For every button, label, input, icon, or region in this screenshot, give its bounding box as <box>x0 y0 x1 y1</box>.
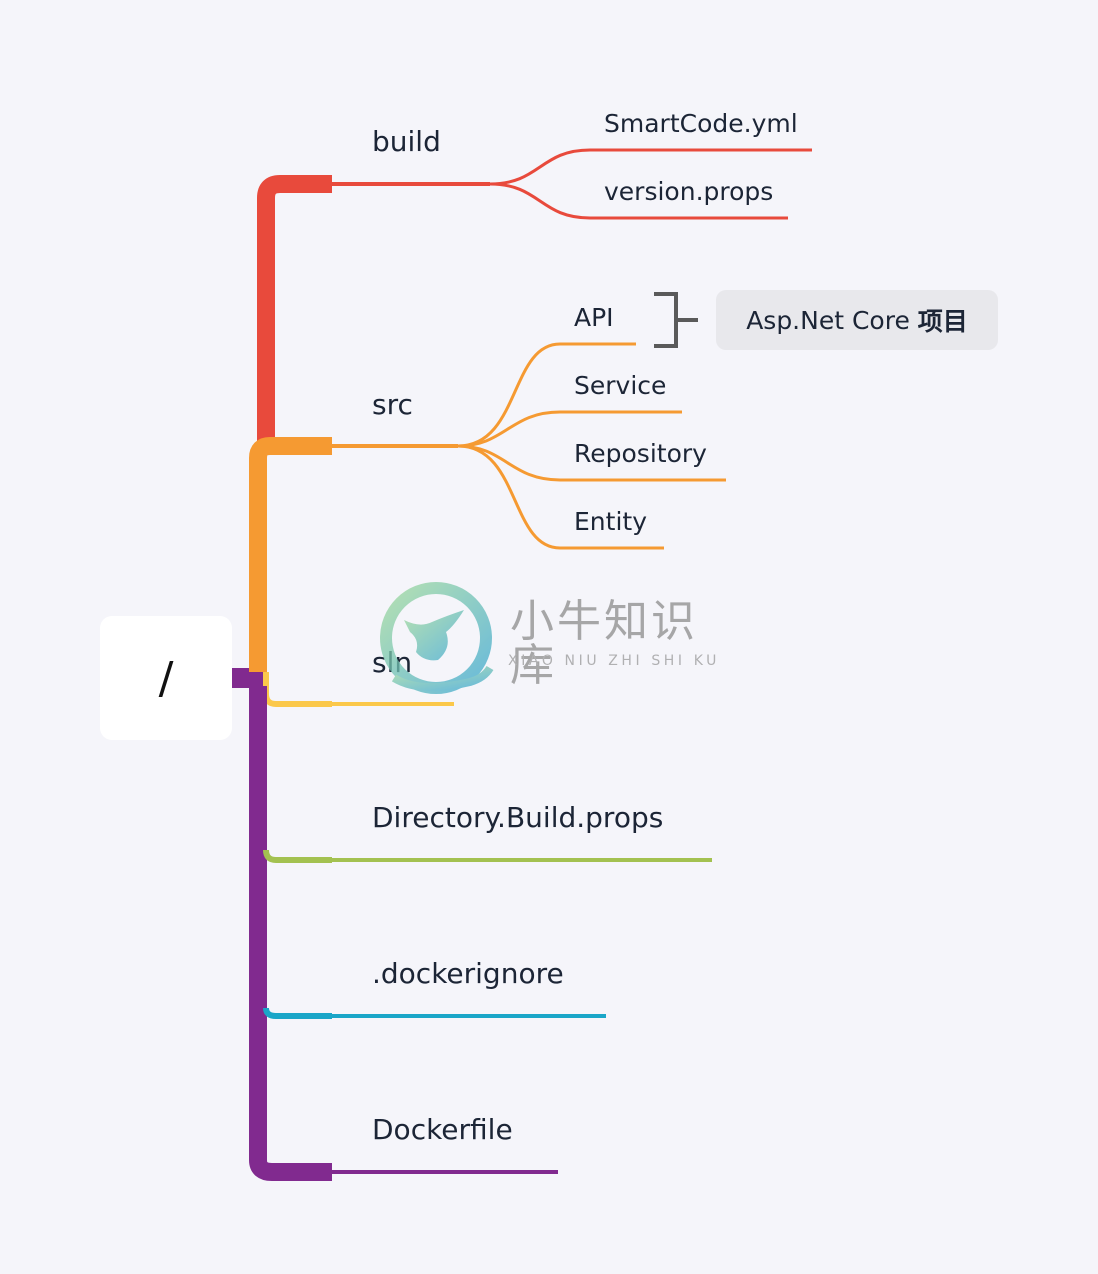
node-version-props[interactable]: version.props <box>604 177 774 206</box>
link-entity <box>457 444 664 550</box>
node-directory-build-props[interactable]: Directory.Build.props <box>372 801 664 834</box>
link-service <box>457 410 682 448</box>
root-label: / <box>158 652 174 704</box>
trunk-sln <box>263 672 332 707</box>
link-version <box>489 182 788 220</box>
callout-text-bold: 项目 <box>917 307 968 336</box>
node-build[interactable]: build <box>372 125 441 158</box>
node-service[interactable]: Service <box>574 371 667 400</box>
trunk-src <box>249 437 332 672</box>
trunk-build <box>257 175 332 450</box>
node-src[interactable]: src <box>372 388 413 421</box>
trunk-dockerignore-branch <box>263 1007 332 1019</box>
callout-api-summary[interactable]: Asp.Net Core 项目 <box>716 290 998 350</box>
trunk-directory-branch <box>263 849 332 863</box>
trunk-directory <box>249 686 332 1181</box>
root-connector <box>232 668 266 688</box>
node-dockerfile[interactable]: Dockerfile <box>372 1113 513 1146</box>
node-entity[interactable]: Entity <box>574 507 647 536</box>
watermark-logo-icon <box>380 582 494 694</box>
callout-bracket <box>654 292 698 348</box>
node-smartcode-yml[interactable]: SmartCode.yml <box>604 109 798 138</box>
watermark-pinyin: XIAO NIU ZHI SHI KU <box>508 653 720 669</box>
node-repository[interactable]: Repository <box>574 439 707 468</box>
watermark-chinese: 小牛知识库 <box>510 596 698 691</box>
watermark: 小牛知识库 XIAO NIU ZHI SHI KU <box>380 582 720 694</box>
link-api <box>457 342 636 448</box>
root-node[interactable]: / <box>100 616 232 740</box>
callout-text: Asp.Net Core <box>746 305 910 335</box>
node-api[interactable]: API <box>574 303 614 332</box>
link-smartcode <box>489 148 812 186</box>
node-dockerignore[interactable]: .dockerignore <box>372 957 564 990</box>
